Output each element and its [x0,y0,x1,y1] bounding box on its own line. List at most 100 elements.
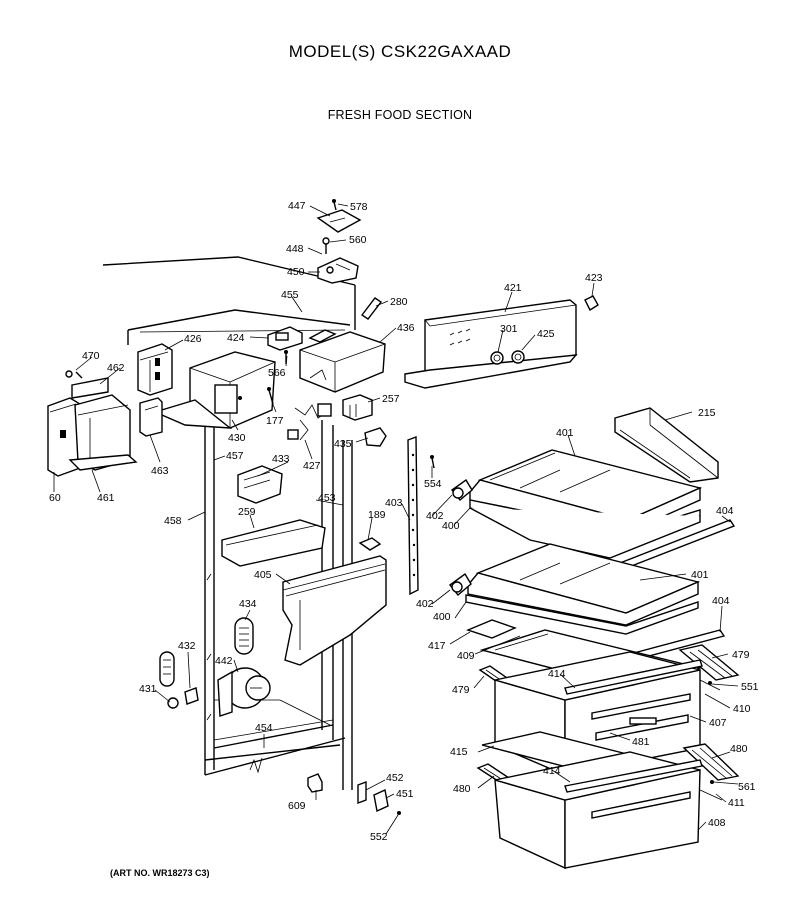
screw-552 [397,811,401,815]
part-label: 430 [228,432,246,444]
part-label: 404 [712,595,730,607]
part-label: 448 [286,243,304,255]
part-label: 462 [107,362,125,374]
glass-shelf-lower-401 [467,543,701,626]
part-label: 280 [390,296,408,308]
section-title: FRESH FOOD SECTION [327,108,473,122]
part-label: 409 [457,650,475,662]
part-label: 411 [728,797,745,809]
part-label: 455 [281,289,299,301]
meat-drawer-408 [494,751,701,870]
wire-harness-427 [287,403,332,441]
air-duct-436 [299,329,386,393]
hinge-cover-462 [71,377,109,399]
damper-control-424 [267,326,303,351]
part-label: 454 [255,722,273,734]
part-label: 425 [537,328,555,340]
part-label: 402 [426,510,444,522]
part-label: 301 [500,323,518,335]
part-label: 551 [741,681,759,693]
screw-566 [284,350,288,364]
screw-578 [332,199,337,211]
part-label: 426 [184,333,202,345]
shelf-support-lower-402 [448,572,472,596]
frame-411 [699,789,723,801]
part-label: 403 [385,497,403,509]
part-label: 560 [349,234,367,246]
part-label: 463 [151,465,169,477]
part-label: 423 [585,272,603,284]
part-label: 470 [82,350,100,362]
part-label: 427 [303,460,321,472]
part-label: 451 [396,788,414,800]
part-label: 457 [226,450,244,462]
part-label: 432 [178,640,196,652]
part-label: 561 [738,781,756,793]
part-label: 407 [709,717,727,729]
knob-425 [511,350,525,364]
knob-432 [184,687,199,705]
part-label: 257 [382,393,400,405]
hinge-bracket-461 [47,394,138,477]
part-label: 552 [370,831,388,843]
fan-grille-434 [234,617,254,655]
air-duct-405 [282,555,387,666]
trim-259 [221,519,326,567]
door-bin-215 [614,407,719,483]
part-label: 452 [386,772,404,784]
slide-417 [466,619,517,639]
part-label: 433 [272,453,290,465]
thermostat-bracket-450 [317,257,359,284]
part-label: 480 [730,743,748,755]
part-label: 410 [733,703,751,715]
part-label: 189 [368,509,386,521]
part-label: 453 [318,492,336,504]
rail-414 [564,659,703,695]
part-label: 461 [97,492,115,504]
part-label: 414 [543,765,561,777]
clip-189 [358,537,382,551]
shelf-ladder-403 [407,435,419,596]
shelf-support-402 [450,478,473,501]
screw-561 [710,780,714,784]
part-label: 259 [238,506,256,518]
part-label: 479 [452,684,470,696]
screw-470 [65,370,83,379]
part-label: 408 [708,817,726,829]
part-label: 480 [453,783,471,795]
drawer-slide-480-right [682,743,740,781]
part-label: 566 [268,367,286,379]
part-label: 609 [288,800,306,812]
part-label: 60 [49,492,61,504]
part-label: 401 [556,427,574,439]
clip-463 [139,397,163,437]
part-label: 215 [698,407,716,419]
part-label: 431 [139,683,157,695]
rail-414-lower [564,759,703,793]
part-label: 424 [227,332,245,344]
part-label: 414 [548,668,566,680]
part-label: 400 [433,611,451,623]
screw-177 [267,387,274,405]
hinge-452 [357,780,367,805]
model-title: MODEL(S) CSK22GAXAAD [288,42,512,61]
art-number: (ART NO. WR18273 C3) [110,868,210,878]
part-label: 435 [334,438,352,450]
part-label: 479 [732,649,750,661]
part-label: 450 [287,266,305,278]
bracket-426 [137,343,173,396]
lower-parts-609 [307,773,323,793]
light-switch-257 [342,394,373,421]
part-label: 458 [164,515,182,527]
part-label: 415 [450,746,468,758]
part-label: 421 [504,282,522,294]
part-label: 404 [716,505,734,517]
part-label: 447 [288,200,306,212]
drawer-slide-479-right [678,644,740,681]
fan-motor-442 [217,667,271,717]
control-housing-430 [152,351,276,429]
part-label: 434 [239,598,257,610]
screw-560 [322,237,330,254]
part-label: 400 [442,520,460,532]
